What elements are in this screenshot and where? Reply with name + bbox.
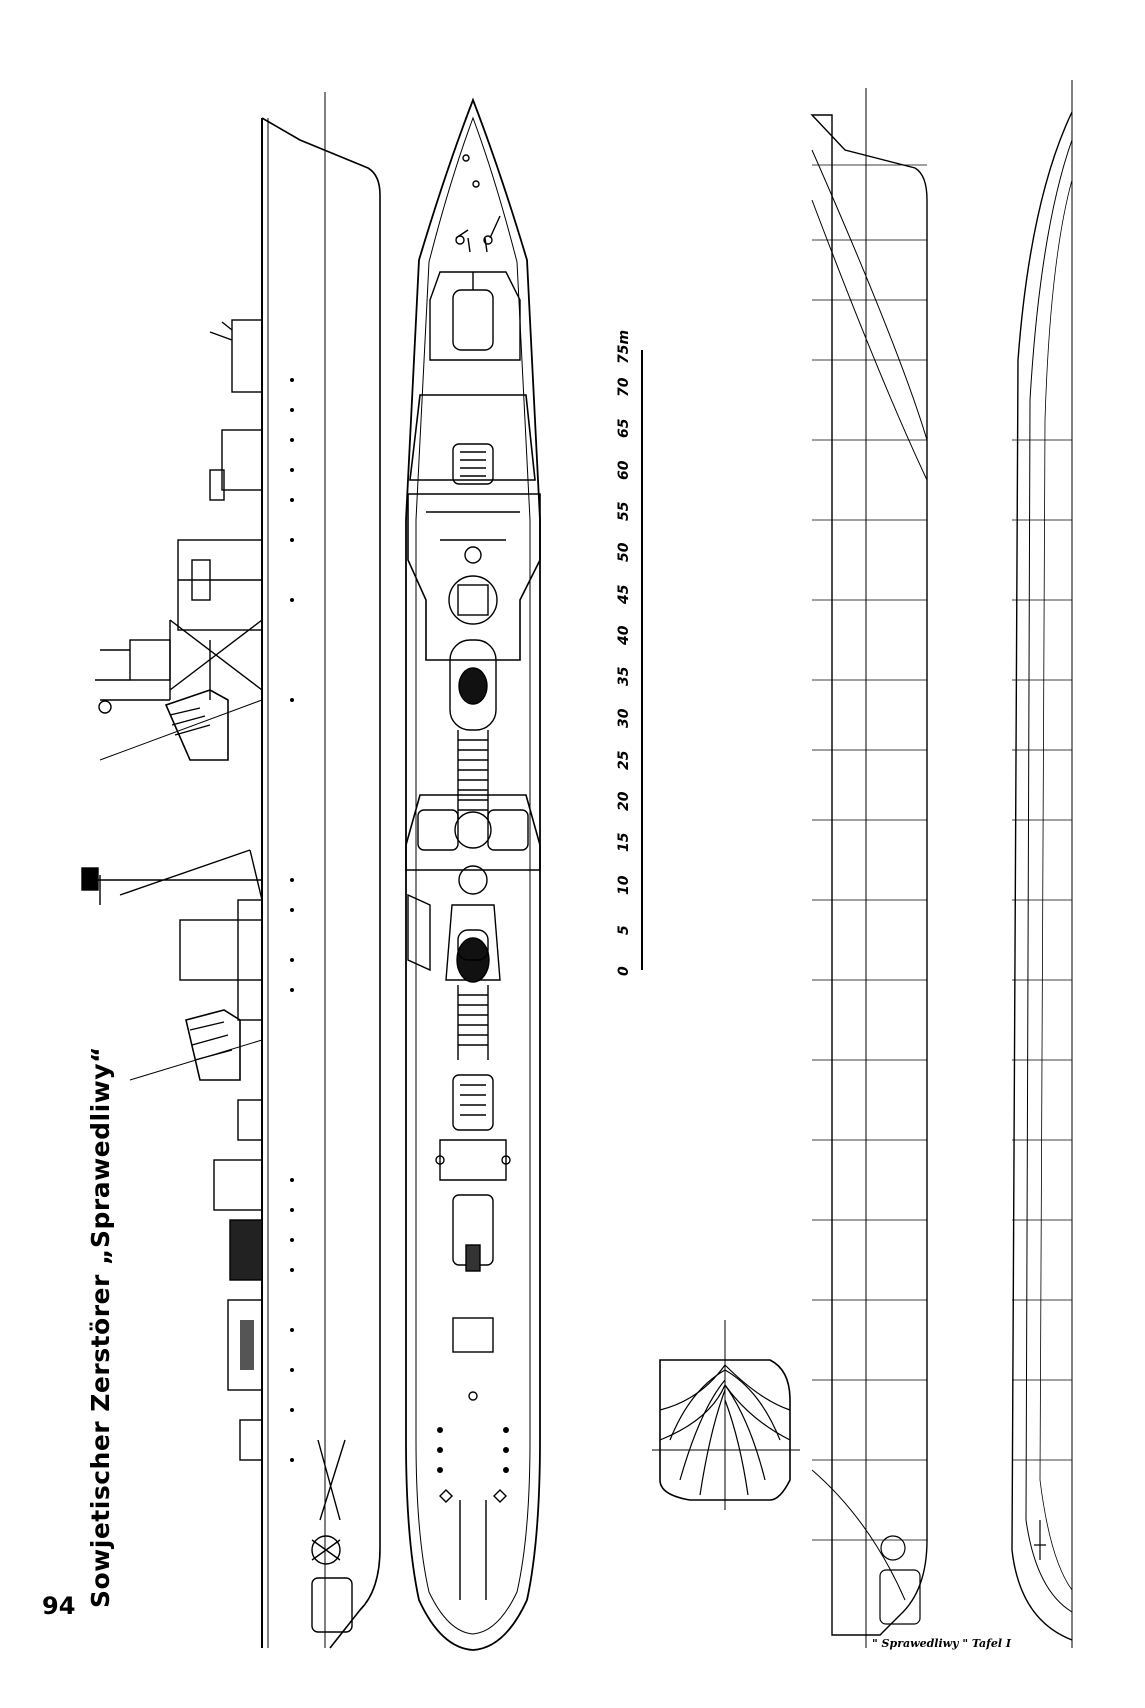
scale-tick-label: 10 xyxy=(616,875,632,895)
scale-tick-label: 75m xyxy=(616,330,632,364)
scale-tick-label: 45 xyxy=(616,584,632,605)
plate-caption: " Sprawedliwy " Tafel I xyxy=(872,1637,1012,1650)
side-elevation-drawing xyxy=(81,92,381,1649)
scale-tick-label: 30 xyxy=(616,708,632,728)
scale-tick-label: 0 xyxy=(616,966,632,976)
scale-tick-label: 65 xyxy=(616,418,632,438)
deck-plan-drawing xyxy=(405,97,541,1651)
scale-tick-label: 50 xyxy=(616,542,632,562)
page-number: 94 xyxy=(42,1592,76,1620)
scale-tick-label: 40 xyxy=(616,625,632,646)
hull-lines-drawing xyxy=(810,80,1073,1648)
scale-tick-label: 35 xyxy=(616,666,632,686)
scale-tick-label: 20 xyxy=(616,791,632,811)
body-plan-section-drawing xyxy=(652,1320,800,1510)
scale-tick-label: 55 xyxy=(616,501,632,521)
scale-tick-label: 60 xyxy=(616,460,632,480)
scale-bar: 0 5 10 15 20 25 30 35 40 45 50 55 60 65 … xyxy=(616,330,643,976)
scale-tick-label: 70 xyxy=(616,377,632,397)
scale-tick-label: 5 xyxy=(616,925,632,935)
scale-tick-label: 15 xyxy=(616,832,632,852)
scale-tick-label: 25 xyxy=(616,750,632,770)
